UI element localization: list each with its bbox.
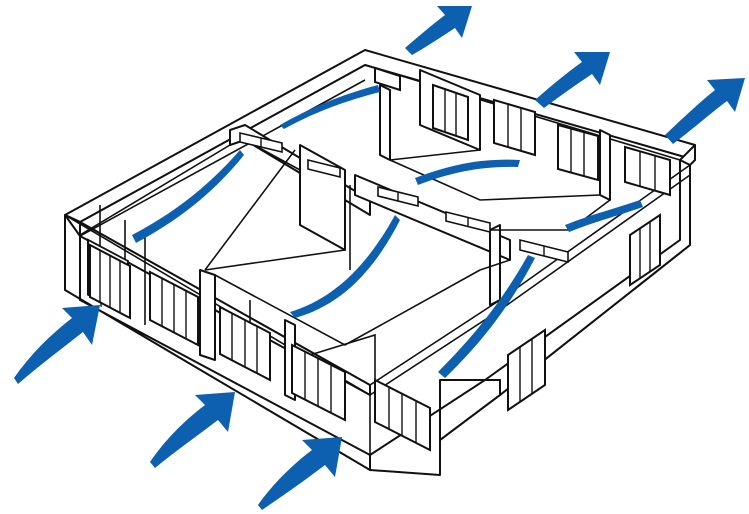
- airflow-arrow-icon: [415, 159, 520, 185]
- airflow-arrow-icon: [438, 255, 535, 378]
- window-icon: [374, 66, 401, 92]
- airflow-arrow-icon: [405, 6, 472, 55]
- airflow-arrow-icon: [565, 200, 643, 232]
- partition-wall-b: [299, 144, 346, 251]
- airflow-arrow-icon: [150, 392, 235, 468]
- airflow-arrow-icon: [665, 78, 745, 144]
- airflow-arrow-icon: [535, 52, 610, 108]
- airflow-arrow-icon: [280, 85, 380, 129]
- window-icon: [629, 213, 661, 287]
- airflow-arrow-icon: [14, 305, 100, 384]
- window-icon: [507, 328, 546, 412]
- building: [64, 49, 696, 476]
- airflow-arrow-icon: [132, 150, 244, 243]
- airflow-arrow-icon: [258, 437, 342, 510]
- window-icon: [557, 123, 599, 182]
- window-icon: [624, 145, 671, 197]
- partition-wall-e: [379, 84, 391, 161]
- front-wall-corner: [439, 379, 501, 441]
- partition-wall-h: [199, 269, 216, 361]
- left-wall-top: [64, 214, 371, 396]
- airflow-arrows: [14, 6, 745, 510]
- vent-icon: [307, 158, 341, 179]
- partition-wall-f: [599, 129, 611, 201]
